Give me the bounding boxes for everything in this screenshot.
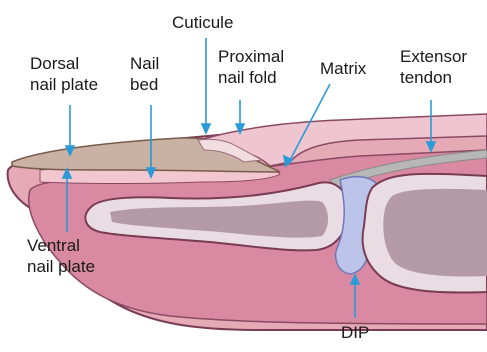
label-proximal-line1: Proximal [218, 46, 284, 67]
label-ventral-line1: Ventral [27, 235, 95, 256]
label-proximal-nail-fold: Proximal nail fold [218, 46, 284, 88]
label-nail-bed: Nail bed [130, 53, 159, 95]
label-ventral-nail-plate: Ventral nail plate [27, 235, 95, 277]
label-dorsal-nail-plate: Dorsal nail plate [30, 53, 98, 95]
label-nail-bed-line1: Nail [130, 53, 159, 74]
label-cuticle: Cuticule [172, 12, 233, 33]
label-nail-bed-line2: bed [130, 74, 159, 95]
label-dip: DIP [341, 322, 369, 343]
middle-phalanx-marrow [383, 189, 487, 277]
label-extensor-line2: tendon [400, 67, 467, 88]
label-proximal-line2: nail fold [218, 67, 284, 88]
label-extensor-tendon: Extensor tendon [400, 46, 467, 88]
label-matrix-text: Matrix [320, 59, 366, 78]
label-ventral-line2: nail plate [27, 256, 95, 277]
label-extensor-line1: Extensor [400, 46, 467, 67]
label-matrix: Matrix [320, 58, 366, 79]
label-cuticle-text: Cuticule [172, 13, 233, 32]
label-dorsal-line2: nail plate [30, 74, 98, 95]
label-dip-text: DIP [341, 323, 369, 342]
label-dorsal-line1: Dorsal [30, 53, 98, 74]
arrowhead-cuticle [202, 124, 210, 133]
